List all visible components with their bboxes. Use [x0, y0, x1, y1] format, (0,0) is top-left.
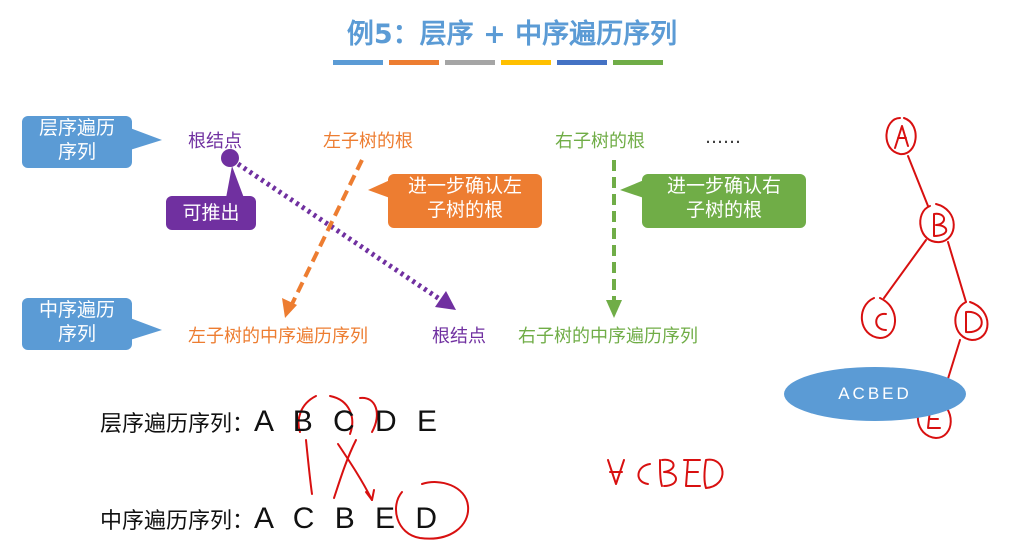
inorder-value: A C B E D [254, 502, 444, 535]
bar-orange [389, 60, 439, 65]
bar-yellow [501, 60, 551, 65]
level-order-sequence: 层序遍历序列：A B C D E [100, 405, 443, 439]
title-underline-bars [333, 60, 663, 65]
root-arrow-head [435, 291, 456, 310]
inorder-sequence: 中序遍历序列：A C B E D [100, 502, 443, 536]
callout-tail-level [130, 128, 162, 150]
label-right-inorder: 右子树的中序遍历序列 [518, 326, 698, 347]
tree-node-d-circle [954, 301, 989, 341]
bar-gray [445, 60, 495, 65]
handwritten-ellipse-note: ACBED [784, 367, 966, 421]
tree-node-b-circle [919, 203, 955, 244]
label-ellipsis: …… [705, 127, 741, 148]
callout-deduce: 可推出 [166, 196, 256, 230]
bar-darkblue [557, 60, 607, 65]
root-marker-dot [221, 149, 239, 167]
callout-level-order: 层序遍历 序列 [22, 116, 132, 168]
callout-confirm-left-root: 进一步确认左 子树的根 [388, 174, 542, 228]
slide-title: 例5：层序 + 中序遍历序列 [346, 19, 678, 50]
right-arrow-head [606, 300, 622, 318]
callout-tail-left [368, 180, 390, 198]
callout-tail-right [620, 180, 644, 198]
label-left-inorder: 左子树的中序遍历序列 [188, 326, 368, 347]
inorder-label: 中序遍历序列： [100, 509, 255, 534]
left-arrow-head [282, 298, 297, 318]
callout-confirm-right-root: 进一步确认右 子树的根 [642, 174, 806, 228]
callout-tail-inorder [130, 318, 162, 340]
label-left-subtree-root: 左子树的根 [323, 131, 413, 152]
bar-green [613, 60, 663, 65]
level-order-value: A B C D E [254, 405, 444, 438]
level-order-label: 层序遍历序列： [100, 412, 255, 437]
label-root-level: 根结点 [188, 131, 242, 152]
label-right-subtree-root: 右子树的根 [555, 131, 645, 152]
tree-node-a-circle [885, 117, 917, 156]
label-root-inorder: 根结点 [432, 326, 486, 347]
tree-node-c-circle [860, 297, 896, 339]
callout-inorder: 中序遍历 序列 [22, 298, 132, 350]
handwriting-marks [297, 395, 724, 540]
bar-blue [333, 60, 383, 65]
left-root-arrow [290, 159, 364, 305]
callout-tail-deduce [226, 166, 244, 198]
